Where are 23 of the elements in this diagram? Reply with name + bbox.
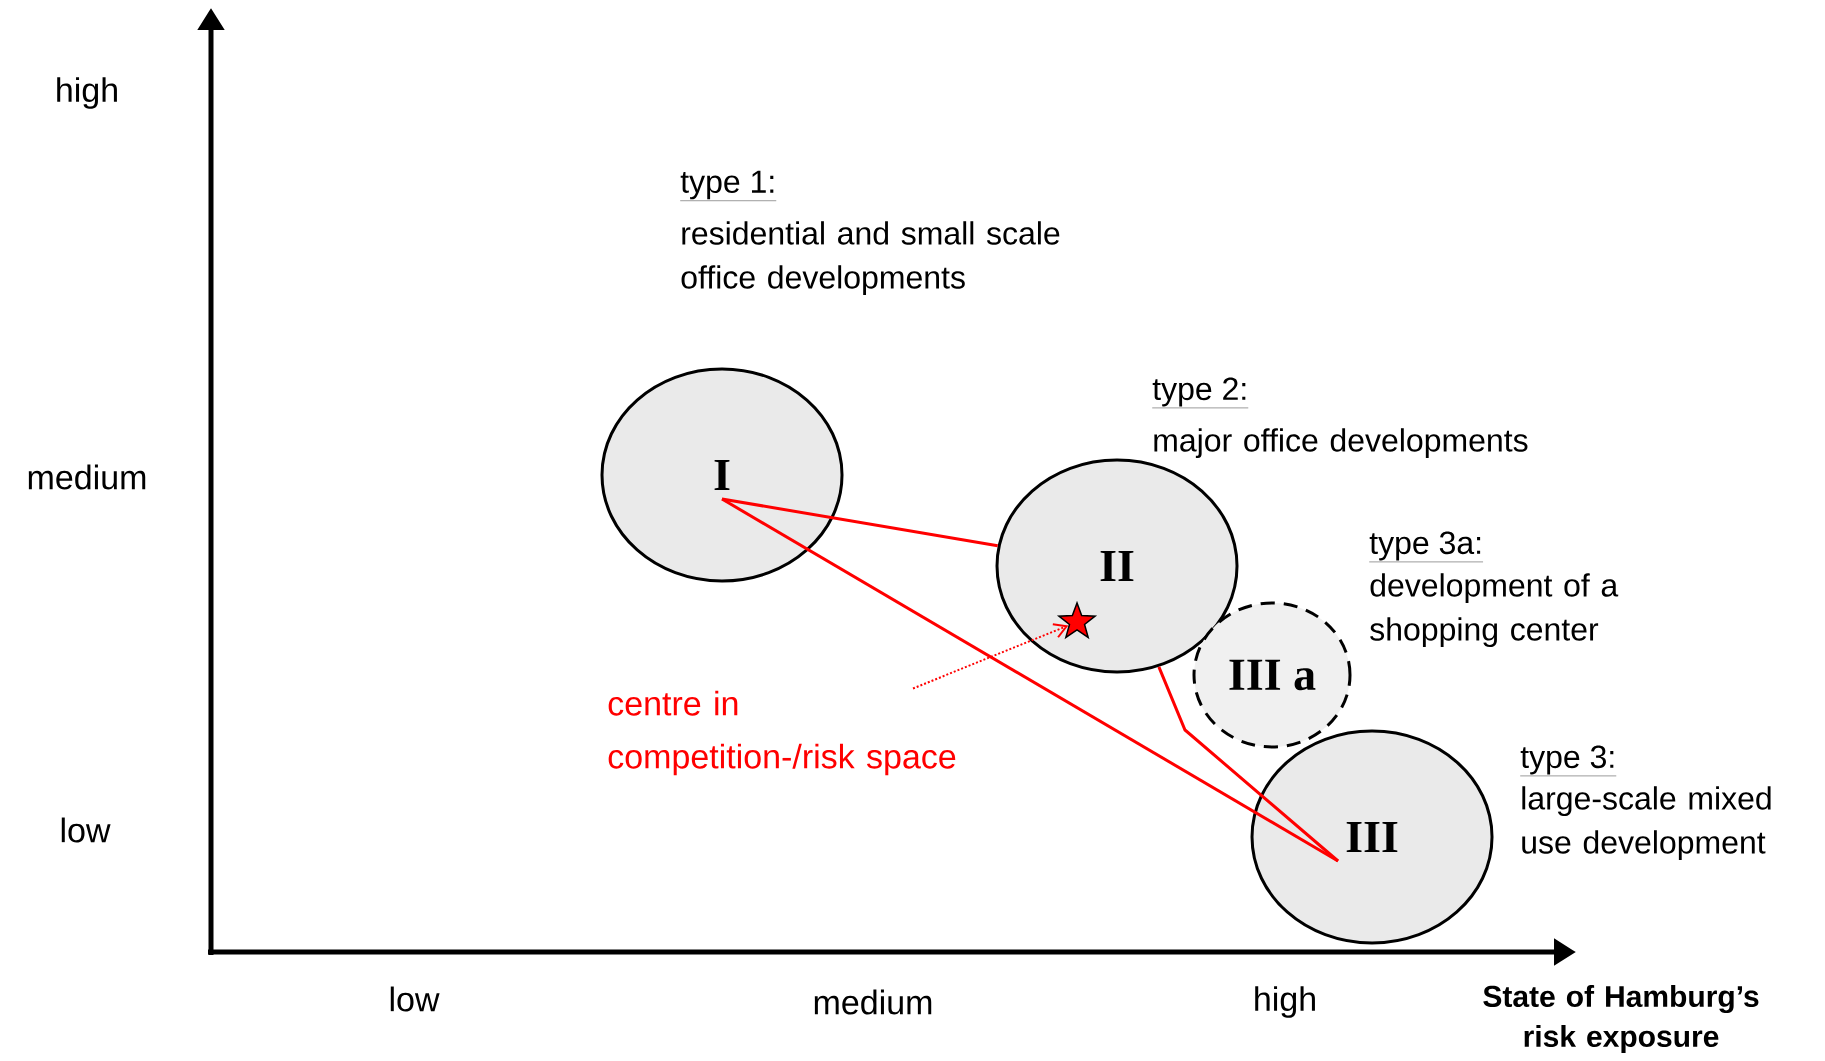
axis-title: State of Hamburg’s risk exposure (1483, 985, 1759, 1053)
connecting-line (1157, 666, 1339, 863)
leader-arrow (912, 623, 1069, 690)
annotation-text: centre in competition-/risk space (608, 690, 956, 776)
connecting-line (721, 497, 1339, 863)
ellipse-node: III a (1192, 601, 1352, 749)
y-tick-label: high (57, 77, 117, 109)
type-description: residential and small scale office developments (681, 221, 1060, 296)
type-description: major office developments (1154, 428, 1528, 459)
x-tick-label: high (1255, 986, 1315, 1018)
type-description: large-scale mixed use development (1522, 786, 1771, 861)
y-tick-label: medium (28, 464, 146, 490)
type-heading: type 2: (1152, 377, 1249, 409)
type-description: development of a shopping center (1370, 573, 1619, 648)
type-heading: type 3a: (1369, 531, 1484, 563)
x-tick-label: low (390, 986, 440, 1012)
x-tick-label: medium (814, 989, 932, 1015)
ellipse-node: I (600, 367, 844, 583)
type-heading: type 1: (680, 170, 777, 201)
type-heading: type 3: (1520, 745, 1617, 777)
connecting-line (721, 497, 998, 548)
y-tick-label: low (61, 817, 111, 843)
ellipse-node: III (1250, 729, 1494, 945)
